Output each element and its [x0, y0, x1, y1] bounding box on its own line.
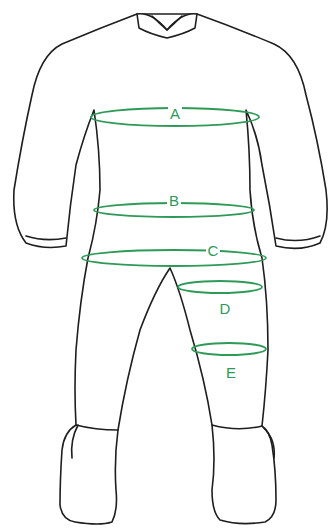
measure-ring-c — [82, 250, 266, 266]
collar-opening — [152, 16, 182, 30]
measurement-letter: A — [168, 106, 182, 121]
right-knee-pad — [264, 428, 274, 458]
measurement-letter: E — [224, 365, 238, 380]
left-knee-pad — [72, 425, 78, 458]
measurement-letter: B — [167, 193, 181, 208]
measurement-letter: C — [206, 243, 221, 258]
suit-outline — [14, 14, 327, 524]
measurement-letter: D — [218, 301, 233, 316]
collar — [137, 14, 197, 38]
measure-ring-e — [192, 343, 266, 355]
left-cuff — [26, 236, 66, 240]
right-cuff — [276, 236, 320, 241]
measure-ring-d — [178, 281, 262, 293]
left-boot-line — [76, 425, 118, 430]
right-boot-line — [212, 425, 262, 429]
